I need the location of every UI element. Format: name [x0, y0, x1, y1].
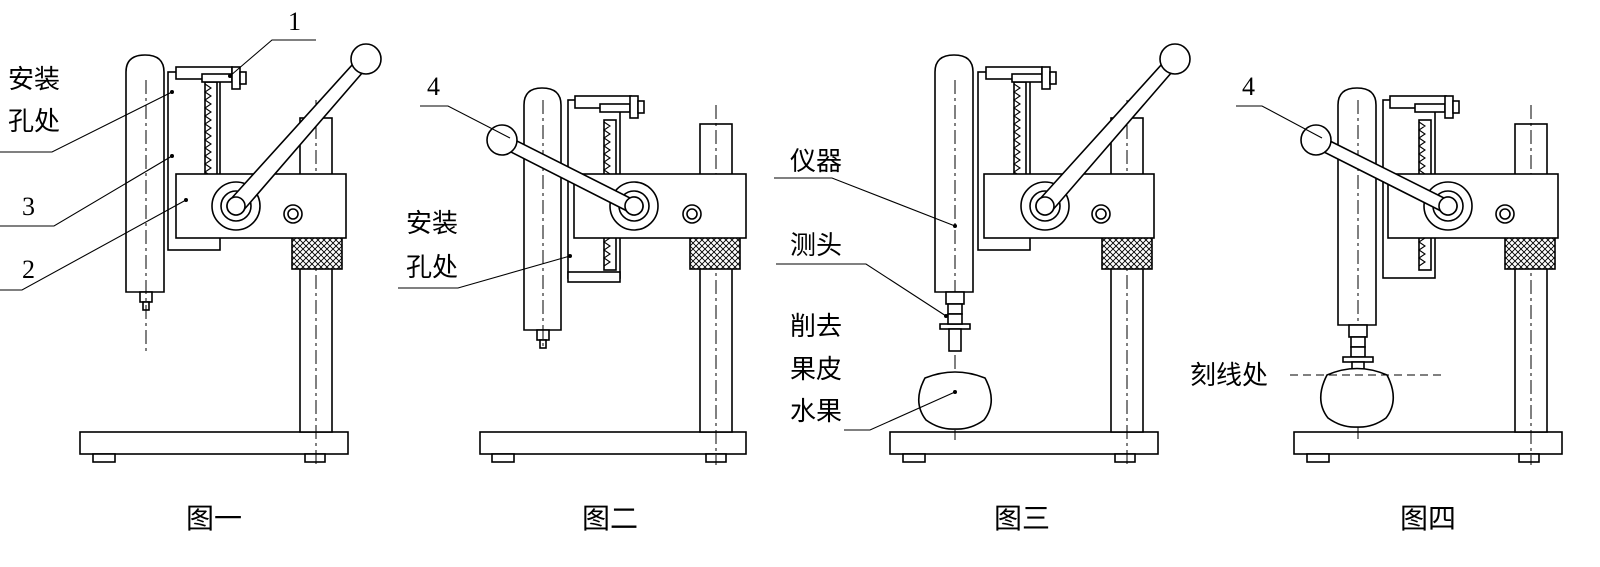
fig1-instrument-body: [125, 54, 165, 293]
fig2-part4-label: 4: [427, 72, 440, 101]
fig4-part4-label: 4: [1242, 72, 1255, 101]
fig1-foot-left: [92, 453, 116, 463]
fig1-knurl-collar: [291, 236, 343, 270]
fig4-mark-label: 刻线处: [1190, 361, 1268, 391]
fig1-base: [79, 431, 349, 455]
fig3-fruit: [917, 371, 993, 430]
figure-3: 仪器 测头 削去 果皮 水果 图三: [774, 43, 1191, 535]
figure-2: 4 安装 孔处 图二: [398, 72, 747, 535]
figure-1: 1 安装 孔处 3 2 图一: [0, 7, 382, 535]
fig1-part2-label: 2: [22, 255, 35, 284]
fig1-caption: 图一: [186, 502, 242, 535]
fig4-knurl-collar: [1504, 236, 1556, 270]
fig3-probe-label: 测头: [790, 231, 842, 261]
fig2-caption: 图二: [582, 502, 638, 535]
fig2-mount-label-line2: 孔处: [406, 253, 458, 283]
fig1-part1-label: 1: [288, 7, 301, 36]
fig3-fruit-label-line2: 果皮: [790, 355, 842, 385]
fig3-fruit-label-line1: 削去: [790, 312, 842, 342]
fig3-caption: 图三: [994, 502, 1050, 535]
fig4-instrument-body: [1337, 87, 1377, 326]
figure-4: 4 刻线处 图四: [1190, 72, 1563, 535]
fig3-base: [889, 431, 1159, 455]
fig4-probe: [1348, 324, 1368, 338]
fig1-part3-label: 3: [22, 192, 35, 221]
fig4-caption: 图四: [1400, 502, 1456, 535]
fig2-base: [479, 431, 747, 455]
fig4-handle-knob: [1300, 124, 1332, 156]
fig3-handle-knob: [1159, 43, 1191, 75]
fig2-handle-knob: [486, 124, 518, 156]
fig3-probe: [945, 291, 965, 305]
fig1-handle-knob: [350, 43, 382, 75]
fig3-knurl-collar: [1101, 236, 1153, 270]
fig1-mount-label-line2: 孔处: [8, 107, 60, 137]
fig1-mount-label-line1: 安装: [8, 65, 60, 95]
fig1-foot-right: [304, 453, 326, 463]
fig2-knurl-collar: [689, 236, 741, 270]
fig4-base: [1293, 431, 1563, 455]
fig3-fruit-label-line3: 水果: [790, 397, 842, 427]
fig3-instrument-label: 仪器: [790, 147, 842, 177]
fig3-instrument-body: [934, 54, 974, 293]
fig2-mount-label-line1: 安装: [406, 209, 458, 239]
fig4-fruit: [1319, 367, 1395, 428]
